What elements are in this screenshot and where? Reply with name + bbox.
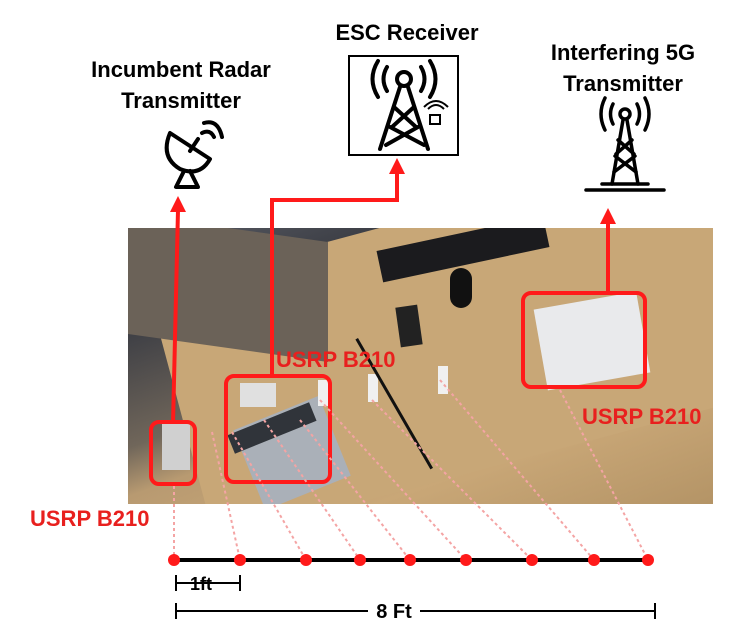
scale-marker (404, 554, 416, 566)
one-ft-label: 1ft (190, 574, 212, 594)
cell-tower-icon (370, 59, 449, 151)
scale-marker (354, 554, 366, 566)
mouse (450, 268, 472, 308)
radar-label-line2: Transmitter (121, 88, 241, 113)
ue-device-3 (438, 366, 448, 394)
scale-marker (588, 554, 600, 566)
eight-ft-label: 8 Ft (376, 601, 412, 623)
scale-marker (300, 554, 312, 566)
scale-marker (168, 554, 180, 566)
broadcast-tower-icon (584, 96, 666, 192)
usrp-center-box (224, 374, 332, 484)
scale-marker (234, 554, 246, 566)
usrp-center-label: USRP B210 (276, 347, 396, 372)
scale-markers (168, 554, 654, 566)
usrp-right-box (521, 291, 647, 389)
radar-link-line (171, 209, 180, 425)
usrp-device-left (162, 424, 190, 470)
scale-marker (460, 554, 472, 566)
esc-link-line (270, 172, 399, 374)
projection-lines (173, 379, 649, 561)
ue-device-2 (368, 374, 378, 402)
usrp-right-label: USRP B210 (582, 404, 702, 429)
interfering-label-line2: Transmitter (563, 71, 683, 96)
scale-marker (526, 554, 538, 566)
esc-receiver-label: ESC Receiver (335, 20, 479, 45)
radar-arrowhead (170, 196, 186, 212)
esc-arrowhead (389, 158, 405, 174)
usrp-device-center (240, 383, 276, 407)
satellite-dish-icon (164, 120, 224, 189)
esc-receiver-icon-box (348, 55, 459, 156)
ue-device-1 (318, 380, 328, 406)
radar-label-line1: Incumbent Radar (91, 57, 271, 82)
usrp-left-label: USRP B210 (30, 506, 150, 531)
interfering-arrowhead (600, 208, 616, 224)
scale-marker (642, 554, 654, 566)
interfering-label-line1: Interfering 5G (550, 40, 696, 65)
